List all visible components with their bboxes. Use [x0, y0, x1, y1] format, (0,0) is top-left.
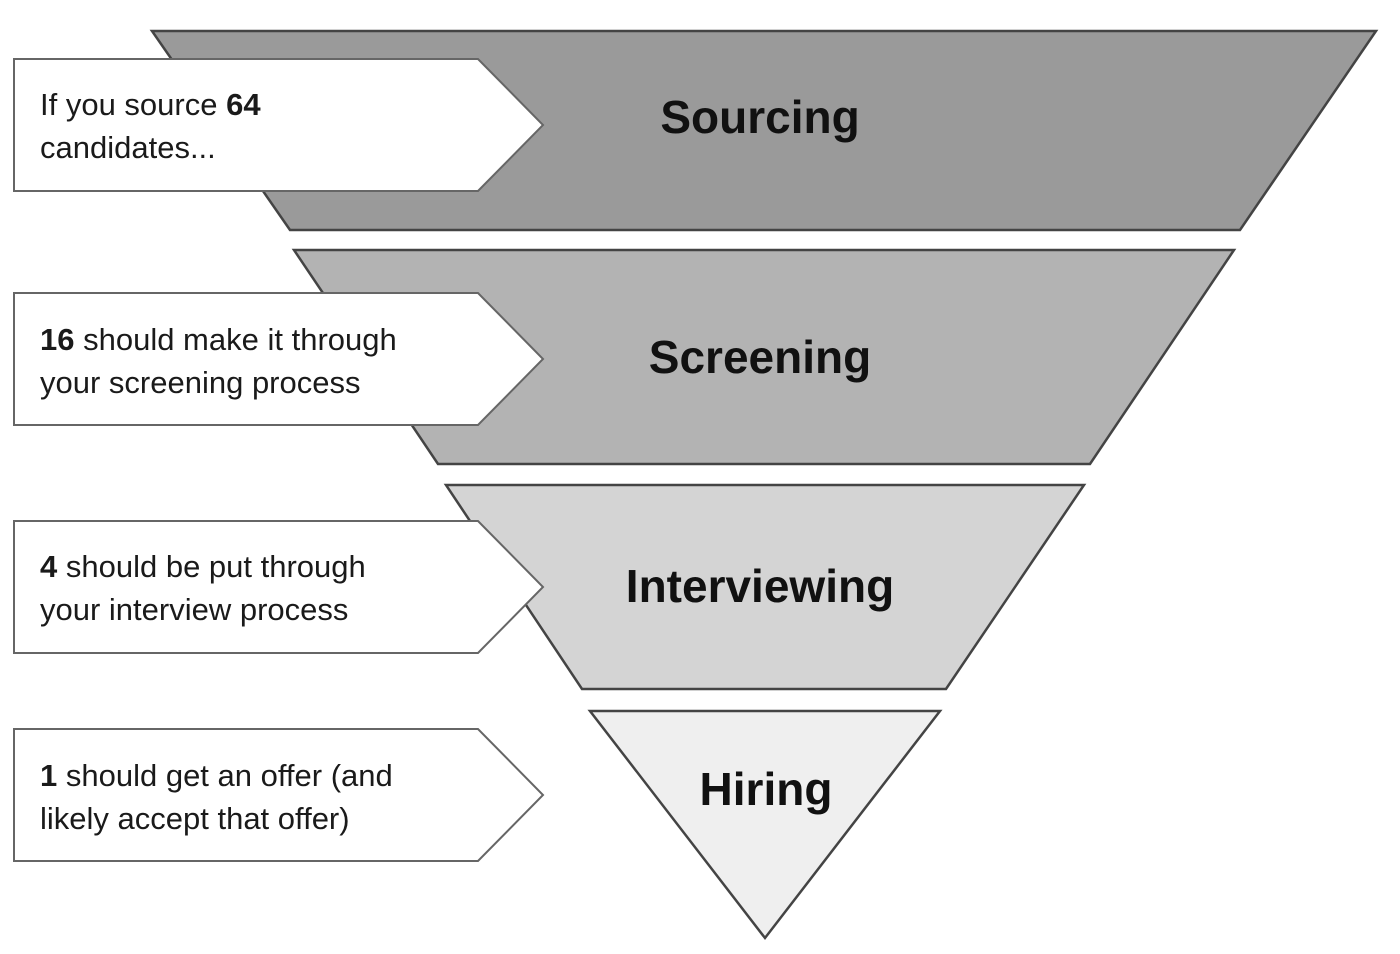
callout-sourcing-line2: candidates... — [40, 130, 216, 165]
stage-interviewing-shape — [443, 483, 1087, 691]
callout-hiring-count: 1 — [40, 758, 57, 793]
callout-screening-arrow — [13, 292, 545, 426]
stage-interviewing-title: Interviewing — [626, 560, 894, 612]
callout-screening-count: 16 — [40, 322, 74, 357]
callout-interviewing-line2: your interview process — [40, 592, 348, 627]
stage-screening: Screening — [291, 248, 1237, 466]
callout-interviewing-line1: 4 should be put through — [40, 549, 366, 584]
callout-hiring-line2: likely accept that offer) — [40, 801, 350, 836]
callout-screening-line1: 16 should make it through — [40, 322, 397, 357]
callout-interviewing-line1-text: should be put through — [57, 549, 366, 584]
callout-sourcing-arrow — [13, 58, 545, 192]
callout-screening: 16 should make it through your screening… — [13, 292, 545, 426]
callout-sourcing-count: 64 — [226, 87, 261, 122]
callout-hiring-arrow — [13, 728, 545, 862]
stage-sourcing-title: Sourcing — [660, 91, 859, 143]
callout-screening-line2: your screening process — [40, 365, 361, 400]
callout-hiring-line1-text: should get an offer (and — [57, 758, 393, 793]
callout-sourcing: If you source 64 candidates... — [13, 58, 545, 192]
callout-sourcing-line1-text: If you source — [40, 87, 226, 122]
callout-interviewing: 4 should be put through your interview p… — [13, 520, 545, 654]
callout-interviewing-arrow — [13, 520, 545, 654]
stage-hiring-title: Hiring — [700, 763, 833, 815]
stage-hiring-shape — [587, 709, 943, 941]
callout-interviewing-count: 4 — [40, 549, 58, 584]
stage-hiring: Hiring — [587, 709, 943, 941]
callout-hiring-line1: 1 should get an offer (and — [40, 758, 393, 793]
stage-interviewing: Interviewing — [443, 483, 1087, 691]
callout-screening-line1-text: should make it through — [74, 322, 396, 357]
callout-sourcing-line1: If you source 64 — [40, 87, 261, 122]
stage-screening-title: Screening — [649, 331, 871, 383]
callout-hiring: 1 should get an offer (and likely accept… — [13, 728, 545, 862]
